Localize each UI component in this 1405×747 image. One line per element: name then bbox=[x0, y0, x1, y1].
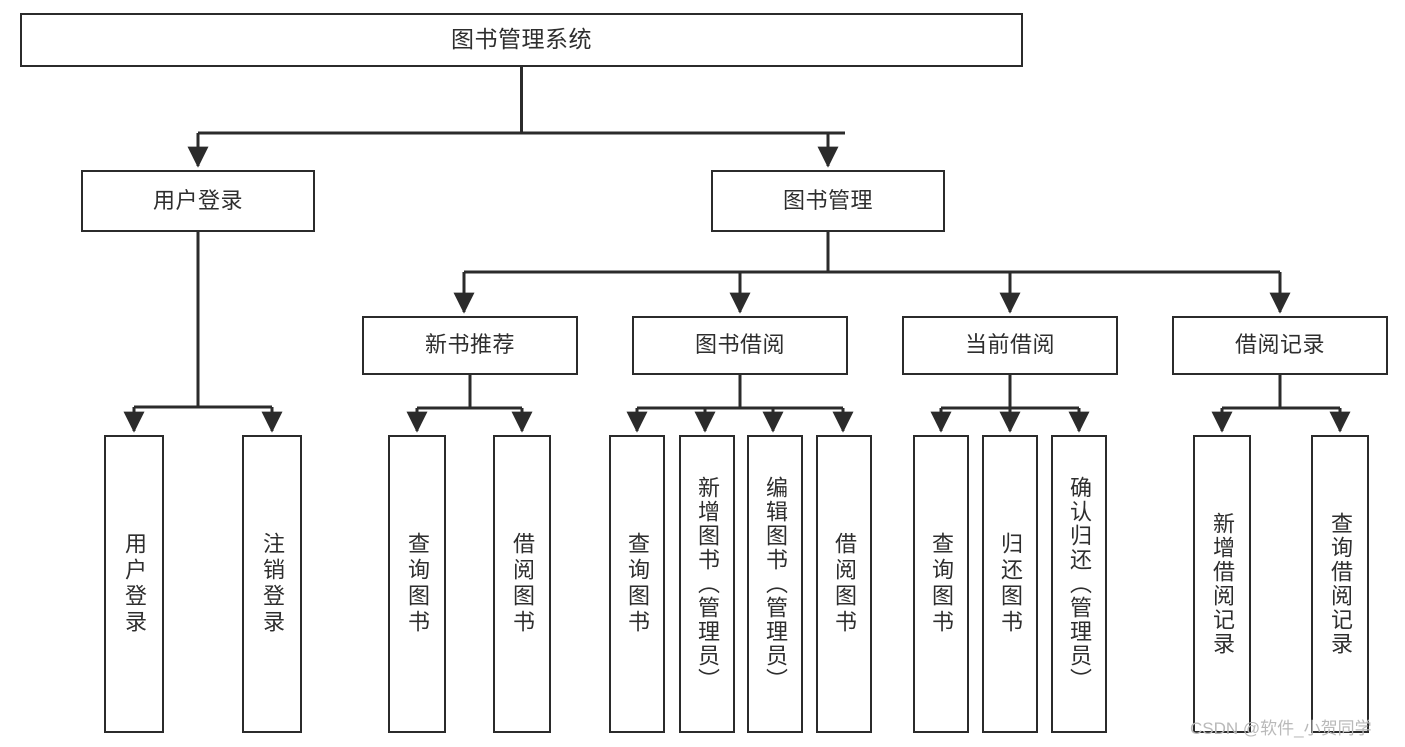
node-label: 借阅记录 bbox=[1234, 332, 1325, 358]
node-book-borrow[interactable]: 图书借阅 bbox=[632, 316, 848, 375]
node-label: 新增借阅记录 bbox=[1210, 512, 1235, 656]
node-label: 注销登录 bbox=[260, 532, 285, 636]
node-leaf-edit-book-admin[interactable]: 编辑图书（管理员） bbox=[747, 435, 803, 733]
node-label: 用户登录 bbox=[122, 532, 147, 636]
node-label: 查询图书 bbox=[405, 532, 430, 636]
node-book-management[interactable]: 图书管理 bbox=[711, 170, 945, 232]
node-current-borrow[interactable]: 当前借阅 bbox=[902, 316, 1118, 375]
node-label: 编辑图书（管理员） bbox=[763, 476, 788, 692]
node-leaf-query-book-borrow[interactable]: 查询图书 bbox=[609, 435, 665, 733]
node-leaf-query-book-recommend[interactable]: 查询图书 bbox=[388, 435, 446, 733]
node-label: 图书管理系统 bbox=[451, 26, 592, 53]
node-leaf-query-book-current[interactable]: 查询图书 bbox=[913, 435, 969, 733]
node-leaf-add-book-admin[interactable]: 新增图书（管理员） bbox=[679, 435, 735, 733]
node-label: 借阅图书 bbox=[832, 532, 857, 636]
node-leaf-borrow-book-recommend[interactable]: 借阅图书 bbox=[493, 435, 551, 733]
node-root-book-management-system[interactable]: 图书管理系统 bbox=[20, 13, 1023, 67]
node-leaf-user-logout[interactable]: 注销登录 bbox=[242, 435, 302, 733]
node-leaf-confirm-return-admin[interactable]: 确认归还（管理员） bbox=[1051, 435, 1107, 733]
node-label: 查询图书 bbox=[625, 532, 650, 636]
node-label: 用户登录 bbox=[152, 187, 243, 213]
node-label: 图书管理 bbox=[782, 187, 873, 213]
node-leaf-user-login[interactable]: 用户登录 bbox=[104, 435, 164, 733]
node-label: 查询图书 bbox=[929, 532, 954, 636]
node-label: 图书借阅 bbox=[694, 332, 785, 358]
node-leaf-add-borrow-record[interactable]: 新增借阅记录 bbox=[1193, 435, 1251, 733]
node-label: 当前借阅 bbox=[964, 332, 1055, 358]
node-leaf-query-borrow-record[interactable]: 查询借阅记录 bbox=[1311, 435, 1369, 733]
node-label: 新增图书（管理员） bbox=[695, 476, 720, 692]
node-label: 归还图书 bbox=[998, 532, 1023, 636]
node-label: 确认归还（管理员） bbox=[1067, 476, 1092, 692]
node-label: 借阅图书 bbox=[510, 532, 535, 636]
csdn-watermark: CSDN @软件_小贺同学 bbox=[1190, 719, 1372, 738]
node-new-book-recommend[interactable]: 新书推荐 bbox=[362, 316, 578, 375]
node-leaf-borrow-book[interactable]: 借阅图书 bbox=[816, 435, 872, 733]
node-label: 新书推荐 bbox=[424, 332, 515, 358]
node-leaf-return-book[interactable]: 归还图书 bbox=[982, 435, 1038, 733]
node-label: 查询借阅记录 bbox=[1328, 512, 1353, 656]
node-borrow-record[interactable]: 借阅记录 bbox=[1172, 316, 1388, 375]
node-user-login[interactable]: 用户登录 bbox=[81, 170, 315, 232]
